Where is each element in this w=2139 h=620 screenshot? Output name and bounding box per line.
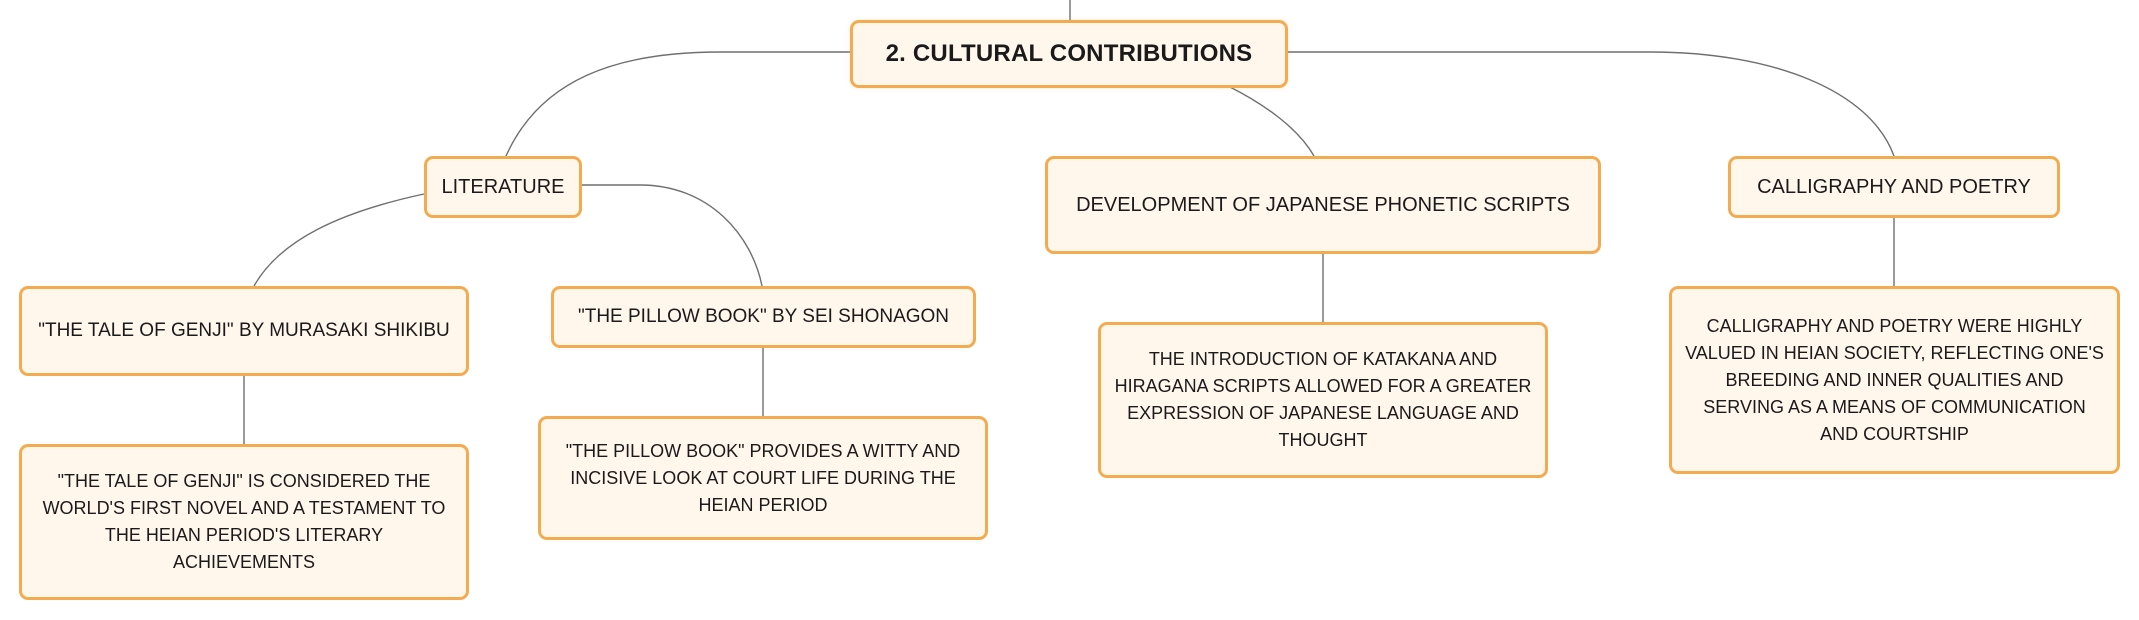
- node-tale-of-genji[interactable]: "THE TALE OF GENJI" BY MURASAKI SHIKIBU: [19, 286, 469, 376]
- node-phonetic-scripts[interactable]: DEVELOPMENT OF JAPANESE PHONETIC SCRIPTS: [1045, 156, 1601, 254]
- node-calligraphy-poetry-detail[interactable]: CALLIGRAPHY AND POETRY WERE HIGHLY VALUE…: [1669, 286, 2120, 474]
- root-node-cultural-contributions[interactable]: 2. CULTURAL CONTRIBUTIONS: [850, 20, 1288, 88]
- node-literature[interactable]: LITERATURE: [424, 156, 582, 218]
- node-phonetic-scripts-detail-text: THE INTRODUCTION OF KATAKANA AND HIRAGAN…: [1114, 349, 1532, 450]
- node-literature-label: LITERATURE: [441, 175, 565, 198]
- connector-root-scripts: [1227, 85, 1315, 157]
- node-calligraphy-poetry[interactable]: CALLIGRAPHY AND POETRY: [1728, 156, 2060, 218]
- node-tale-of-genji-detail-text: "THE TALE OF GENJI" IS CONSIDERED THE WO…: [42, 471, 446, 572]
- node-tale-of-genji-label: "THE TALE OF GENJI" BY MURASAKI SHIKIBU: [38, 320, 450, 341]
- node-phonetic-scripts-detail[interactable]: THE INTRODUCTION OF KATAKANA AND HIRAGAN…: [1098, 322, 1548, 478]
- root-node-label: 2. CULTURAL CONTRIBUTIONS: [885, 40, 1253, 67]
- connector-root-calligraphy: [1288, 51, 1895, 157]
- node-pillow-book-detail-text: "THE PILLOW BOOK" PROVIDES A WITTY AND I…: [565, 440, 961, 515]
- node-calligraphy-poetry-label: CALLIGRAPHY AND POETRY: [1757, 175, 2031, 198]
- node-pillow-book-label: "THE PILLOW BOOK" BY SEI SHONAGON: [577, 306, 950, 327]
- connector-literature-genji: [253, 193, 425, 287]
- connector-literature-pillow: [582, 184, 763, 287]
- node-tale-of-genji-detail[interactable]: "THE TALE OF GENJI" IS CONSIDERED THE WO…: [19, 444, 469, 600]
- node-calligraphy-poetry-detail-text: CALLIGRAPHY AND POETRY WERE HIGHLY VALUE…: [1685, 315, 2104, 444]
- node-pillow-book[interactable]: "THE PILLOW BOOK" BY SEI SHONAGON: [551, 286, 976, 348]
- node-phonetic-scripts-label: DEVELOPMENT OF JAPANESE PHONETIC SCRIPTS: [1076, 193, 1570, 216]
- connector-root-literature: [505, 51, 850, 157]
- node-pillow-book-detail[interactable]: "THE PILLOW BOOK" PROVIDES A WITTY AND I…: [538, 416, 988, 540]
